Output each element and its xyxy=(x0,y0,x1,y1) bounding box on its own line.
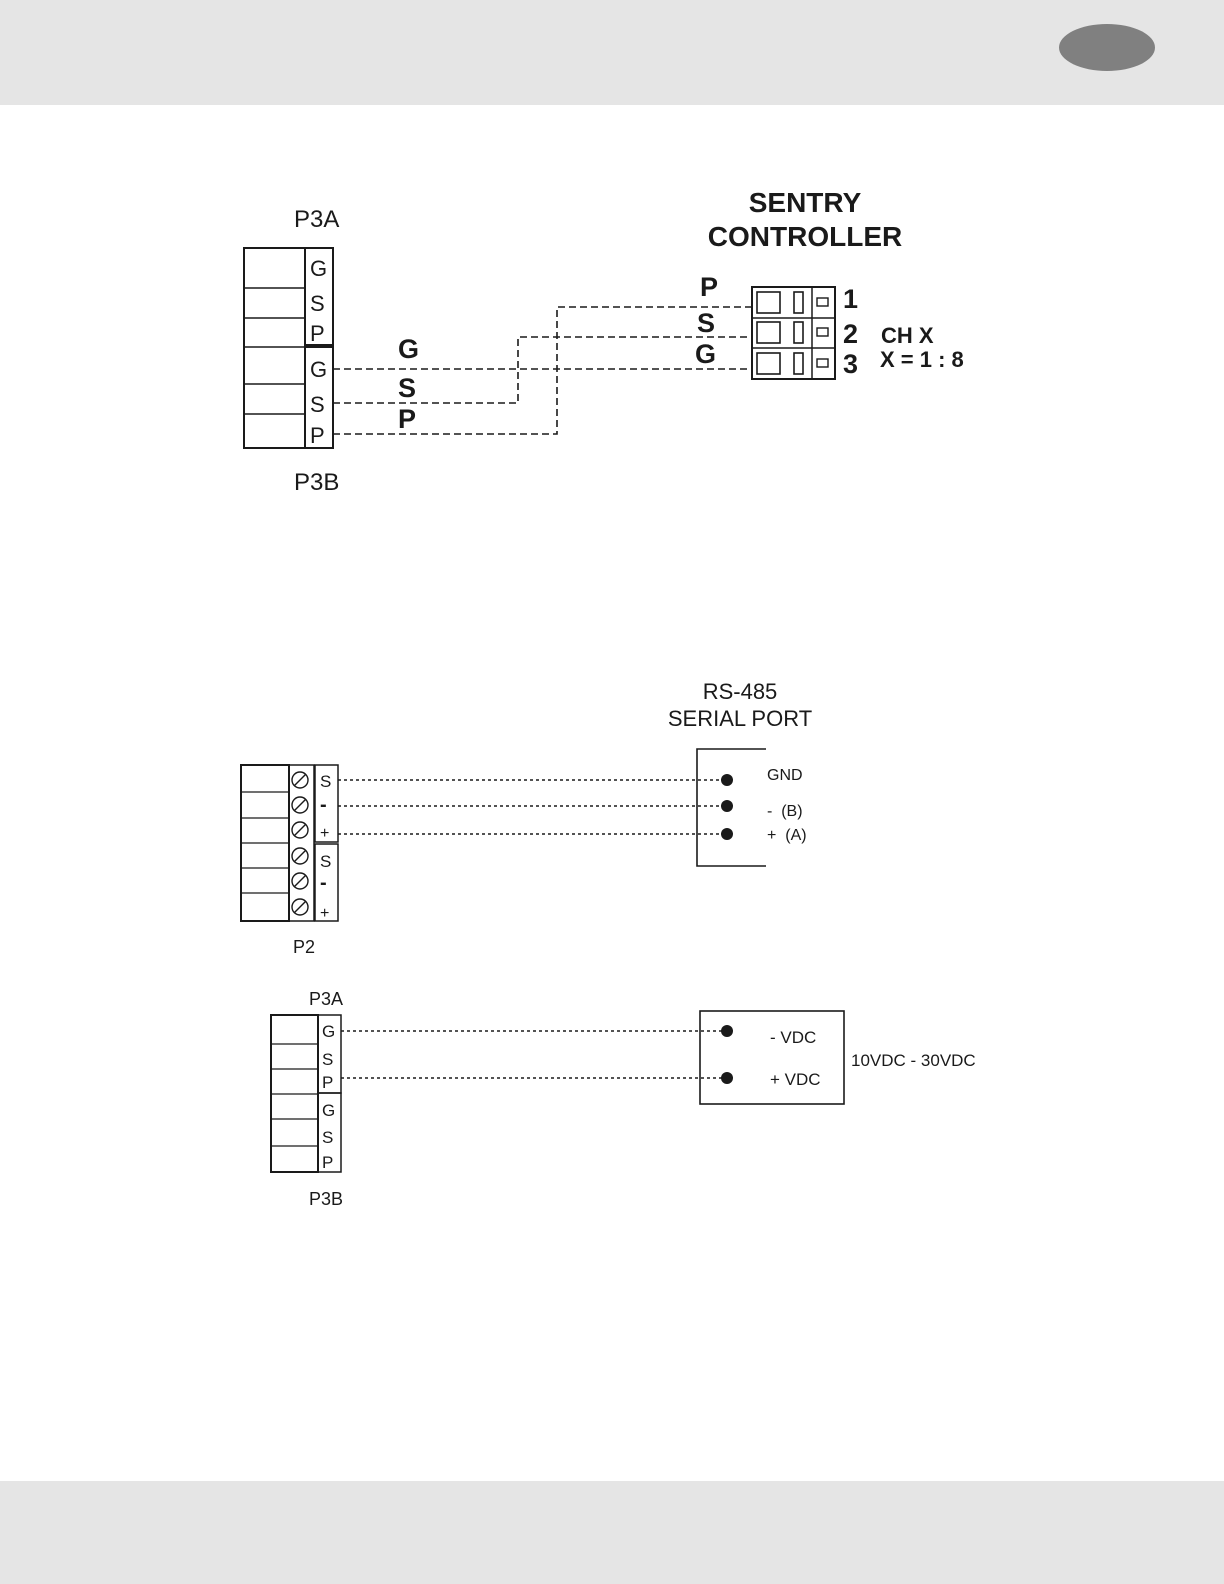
wire-label-right: G xyxy=(695,339,716,369)
terminal-label: S xyxy=(320,772,331,791)
terminal-label: S xyxy=(310,291,325,316)
port-pin-label: + (A) xyxy=(767,827,807,844)
terminal-label: - xyxy=(320,872,327,894)
terminal-label: S xyxy=(310,392,325,417)
terminal-label: + xyxy=(320,825,329,842)
port-pin-label: - (B) xyxy=(767,803,803,820)
controller-terminal-number: 1 xyxy=(843,284,858,314)
p3a-label: P3A xyxy=(294,206,339,233)
p2-label: P2 xyxy=(293,937,315,957)
terminal-label: P xyxy=(322,1153,333,1172)
terminal-label: P xyxy=(310,423,325,448)
terminal-label: G xyxy=(322,1022,335,1041)
p3b-label: P3B xyxy=(294,469,339,496)
wire-label-right: S xyxy=(697,308,715,338)
channel-label: CH X xyxy=(881,323,934,348)
terminal-label: S xyxy=(322,1050,333,1069)
port-pin-dots xyxy=(721,774,733,840)
dotted-wires xyxy=(341,1031,726,1078)
terminal-label: S xyxy=(322,1128,333,1147)
terminal-label: G xyxy=(310,256,327,281)
p3a-label: P3A xyxy=(309,989,343,1009)
supply-pin-label: - VDC xyxy=(770,1028,816,1047)
dotted-wires xyxy=(338,780,726,834)
supply-pin-dots xyxy=(721,1025,733,1084)
controller-title-line2: CONTROLLER xyxy=(708,221,902,252)
p3-connector-body xyxy=(244,248,305,448)
diagram-sentry-controller xyxy=(244,248,835,448)
wire-label-right: P xyxy=(700,272,718,302)
screw-terminals xyxy=(292,772,308,915)
terminal-label: - xyxy=(320,794,327,816)
terminal-label: P xyxy=(322,1073,333,1092)
controller-terminal-number: 2 xyxy=(843,319,858,349)
port-title-line1: RS-485 xyxy=(703,679,778,704)
supply-range-label: 10VDC - 30VDC xyxy=(851,1051,976,1070)
diagram-power-supply xyxy=(271,1011,844,1172)
terminal-label: S xyxy=(320,852,331,871)
p3b-label: P3B xyxy=(309,1189,343,1209)
terminal-label: P xyxy=(310,321,325,346)
wire-s xyxy=(333,337,752,403)
terminal-label: + xyxy=(320,905,329,922)
wire-p xyxy=(333,307,752,434)
controller-terminal-number: 3 xyxy=(843,349,858,379)
controller-title-line1: SENTRY xyxy=(749,187,862,218)
dashed-wires xyxy=(333,307,752,434)
terminal-label: G xyxy=(310,357,327,382)
power-supply-box xyxy=(700,1011,844,1104)
supply-pin-label: + VDC xyxy=(770,1070,821,1089)
wire-label-left: S xyxy=(398,373,416,403)
wire-label-left: G xyxy=(398,334,419,364)
channel-range: X = 1 : 8 xyxy=(880,347,964,372)
wire-label-left: P xyxy=(398,404,416,434)
port-pin-label: GND xyxy=(767,767,803,784)
port-title-line2: SERIAL PORT xyxy=(668,706,812,731)
terminal-label: G xyxy=(322,1101,335,1120)
